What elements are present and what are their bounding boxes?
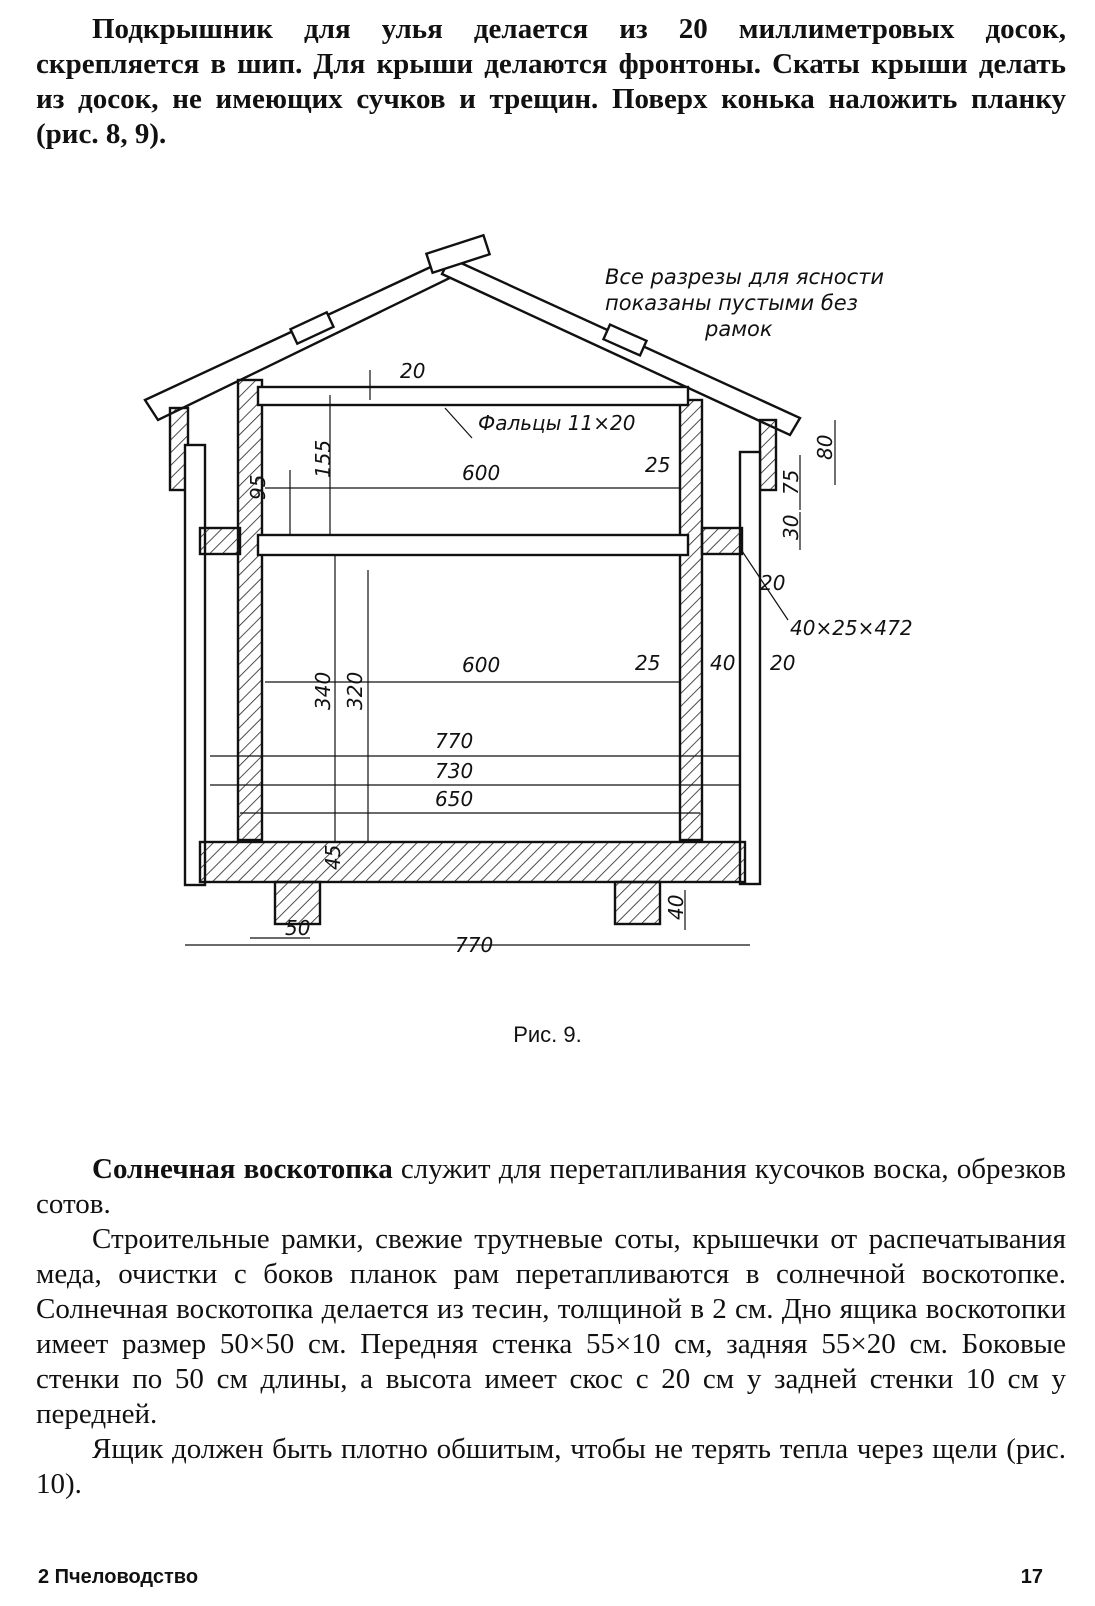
side-plank-right [700, 526, 744, 556]
paragraph-1-rest: служит для перетапливания кусочков воска… [36, 1153, 1066, 1220]
side-plank-left [198, 526, 242, 556]
label-155: 155 [311, 440, 335, 478]
label-320: 320 [343, 672, 367, 710]
paragraph-3: Ящик должен быть плотно обшитым, чтобы н… [36, 1433, 1066, 1500]
label-75: 75 [779, 470, 803, 495]
label-40-leg: 40 [664, 895, 688, 920]
body-text: Солнечная воскотопка служит для перетапл… [36, 1152, 1066, 1502]
label-20-side: 20 [760, 571, 785, 595]
label-40-mid: 40 [710, 651, 735, 675]
label-25-top: 25 [645, 453, 670, 477]
leg-left [273, 880, 322, 926]
hive-section-drawing: Все разрезы для ясности показаны пустыми… [143, 233, 913, 957]
left-skirt [183, 443, 207, 887]
label-50: 50 [285, 916, 310, 940]
right-inner-wall [678, 398, 704, 842]
intro-paragraph: Подкрышник для улья делается из 20 милли… [36, 12, 1066, 152]
label-650: 650 [435, 787, 473, 811]
frame-top-bar [256, 533, 690, 557]
label-plank: 40×25×472 [790, 616, 913, 640]
label-falcy: Фальцы 11×20 [478, 411, 635, 435]
paragraph-1: Солнечная воскотопка служит для перетапл… [36, 1152, 1066, 1222]
intro-text: Подкрышник для улья делается из 20 милли… [36, 13, 1066, 150]
hive-floor [198, 840, 747, 884]
footer-signature: 2 Пчеловодство [38, 1566, 199, 1588]
label-30: 30 [779, 515, 803, 540]
roof-batten-right [601, 322, 649, 358]
ridge-plank [424, 233, 492, 275]
label-20-top: 20 [400, 359, 425, 383]
label-730: 730 [435, 759, 473, 783]
label-600-mid: 600 [462, 653, 500, 677]
figure-note-line-1: Все разрезы для ясности [605, 265, 884, 289]
outer-wall-right [758, 418, 778, 492]
label-20-mid: 20 [770, 651, 795, 675]
figure-note-line-2: показаны пустыми без [605, 291, 858, 315]
left-inner-wall [236, 378, 264, 842]
paragraph-2: Строительные рамки, свежие трутневые сот… [36, 1223, 1066, 1430]
roof-batten-left [288, 310, 336, 346]
label-770-base: 770 [455, 933, 493, 957]
figure-note-line-3: рамок [704, 317, 773, 341]
label-770-inner: 770 [435, 729, 473, 753]
leg-right [613, 880, 662, 926]
label-45: 45 [321, 845, 345, 870]
label-95: 95 [246, 475, 270, 500]
label-80: 80 [813, 435, 837, 460]
paragraph-1-term: Солнечная воскотопка [92, 1153, 393, 1185]
label-600-top: 600 [462, 461, 500, 485]
page-number: 17 [1020, 1566, 1043, 1588]
figure-caption: Рис. 9. [513, 1022, 582, 1047]
top-cover-bar [256, 385, 690, 407]
right-skirt [738, 450, 762, 886]
label-25-mid: 25 [635, 651, 660, 675]
label-340: 340 [311, 672, 335, 710]
